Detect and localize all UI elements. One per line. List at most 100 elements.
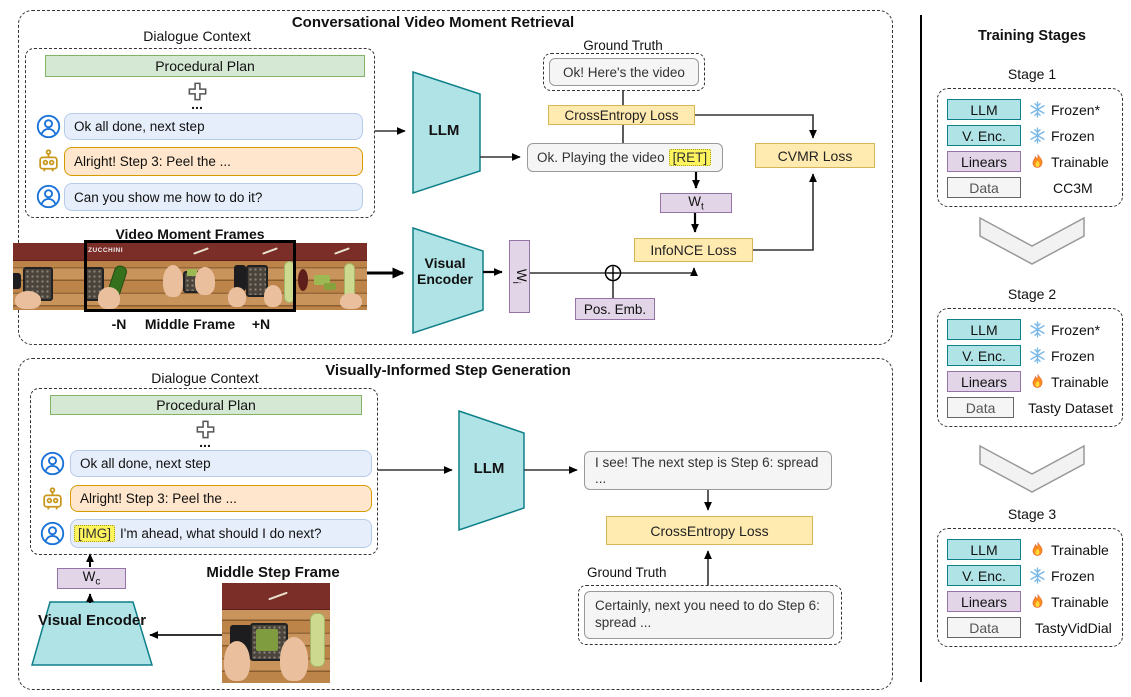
- visg-section-box: [18, 358, 893, 690]
- status-text: Tasty Dataset: [1028, 399, 1113, 416]
- flame-icon: [1029, 541, 1046, 558]
- data-chip: Data: [947, 397, 1015, 418]
- wi-projection-box: Wi: [509, 240, 530, 313]
- user-icon: [40, 451, 65, 476]
- chat-message: Ok all done, next step: [64, 113, 363, 140]
- chat-message: [IMG] I'm ahead, what should I do next?: [70, 519, 372, 548]
- frame-label-plus-n: +N: [251, 316, 271, 332]
- visg-section-title: Visually-Informed Step Generation: [325, 362, 571, 379]
- data-chip: Data: [947, 617, 1021, 638]
- stage-row: V. Enc. Frozen: [947, 125, 1113, 146]
- robot-icon: [39, 149, 58, 172]
- llm-trapezoid-top: [412, 70, 481, 195]
- user-icon: [36, 114, 61, 139]
- llm-response-box: Ok. Playing the video [RET]: [527, 143, 723, 172]
- wc-label: W: [82, 569, 96, 585]
- cross-entropy-loss-box: CrossEntropy Loss: [606, 516, 813, 545]
- stage-3-box: LLM Trainable V. Enc. Frozen Linears Tra…: [937, 528, 1123, 647]
- wt-label: W: [688, 193, 701, 209]
- status-text: Frozen: [1051, 347, 1095, 364]
- visual-encoder-chip: V. Enc.: [947, 565, 1021, 586]
- frame-label-middle: Middle Frame: [144, 316, 236, 332]
- stage-row: LLM Frozen*: [947, 319, 1113, 340]
- response-text: Ok. Playing the video: [537, 150, 665, 165]
- panel-divider: [920, 15, 922, 682]
- stage-row: Data TastyVidDial: [947, 617, 1113, 638]
- message-text: Alright! Step 3: Peel the ...: [74, 154, 231, 169]
- llm-label: LLM: [428, 122, 460, 139]
- ground-truth-text: Certainly, next you need to do Step 6: s…: [584, 591, 834, 639]
- pos-emb-box: Pos. Emb.: [575, 298, 655, 320]
- message-text: Ok all done, next step: [74, 119, 205, 134]
- stage-row: V. Enc. Frozen: [947, 565, 1113, 586]
- middle-step-frame-label: Middle Step Frame: [206, 564, 340, 581]
- stage-row: Data CC3M: [947, 177, 1113, 198]
- ellipsis: ...: [191, 96, 203, 112]
- frame-label-minus-n: -N: [111, 316, 127, 332]
- chat-message: Can you show me how to do it?: [64, 183, 363, 211]
- status-text: Frozen*: [1051, 321, 1101, 338]
- cvmr-loss-box: CVMR Loss: [755, 143, 875, 168]
- dialogue-context-label: Dialogue Context: [151, 370, 259, 386]
- status-text: Trainable: [1051, 373, 1109, 390]
- status-text: Trainable: [1051, 593, 1109, 610]
- visual-encoder-trapezoid-bottom: [31, 601, 154, 666]
- snowflake-icon: [1029, 321, 1046, 338]
- visual-encoder-chip: V. Enc.: [947, 345, 1021, 366]
- dialogue-context-label: Dialogue Context: [143, 28, 251, 44]
- chat-message: Ok all done, next step: [70, 450, 372, 477]
- stage-2-box: LLM Frozen* V. Enc. Frozen Linears Train…: [937, 308, 1123, 427]
- flame-icon: [1029, 153, 1046, 170]
- status-text: Trainable: [1051, 541, 1109, 558]
- ellipsis: ...: [199, 434, 211, 450]
- snowflake-icon: [1029, 567, 1046, 584]
- snowflake-icon: [1029, 127, 1046, 144]
- cvmr-section-title: Conversational Video Moment Retrieval: [291, 14, 575, 31]
- message-text: Alright! Step 3: Peel the ...: [80, 491, 237, 506]
- user-icon: [36, 184, 61, 209]
- video-frame: [296, 243, 367, 310]
- chat-message: Alright! Step 3: Peel the ...: [64, 147, 363, 176]
- flame-icon: [1029, 593, 1046, 610]
- stage-name: Stage 3: [1007, 506, 1057, 522]
- ret-token: [RET]: [668, 149, 712, 166]
- video-frame: [155, 243, 226, 310]
- img-token: [IMG]: [74, 525, 115, 542]
- stage-row: LLM Trainable: [947, 539, 1113, 560]
- status-text: Trainable: [1051, 153, 1109, 170]
- message-text: Ok all done, next step: [80, 456, 211, 471]
- stage-name: Stage 1: [1007, 66, 1057, 82]
- visual-encoder-label: Visual Encoder: [37, 612, 147, 629]
- dialogue-context-box: [25, 48, 375, 218]
- ground-truth-text: Ok! Here's the video: [549, 58, 699, 86]
- infonce-loss-box: InfoNCE Loss: [634, 238, 753, 262]
- cvmr-section-box: [18, 10, 893, 345]
- status-text: TastyVidDial: [1035, 619, 1112, 636]
- training-stages-title: Training Stages: [978, 28, 1086, 44]
- llm-response-box: I see! The next step is Step 6: spread .…: [584, 451, 832, 490]
- status-text: Frozen: [1051, 567, 1095, 584]
- video-frame: [226, 243, 296, 310]
- stage-row: V. Enc. Frozen: [947, 345, 1113, 366]
- chat-message: Alright! Step 3: Peel the ...: [70, 485, 372, 512]
- procedural-plan-box: Procedural Plan: [45, 55, 365, 77]
- chevron-down-icon: [979, 444, 1085, 493]
- stage-row: Linears Trainable: [947, 151, 1113, 172]
- moment-window-box: [84, 240, 296, 312]
- status-text: CC3M: [1053, 179, 1093, 196]
- flame-icon: [1029, 373, 1046, 390]
- llm-chip: LLM: [947, 539, 1021, 560]
- video-frame: ZUCCHINI: [84, 243, 155, 310]
- wi-label: W: [513, 269, 529, 282]
- linears-chip: Linears: [947, 151, 1021, 172]
- llm-trapezoid-bottom: [458, 409, 525, 532]
- data-chip: Data: [947, 177, 1021, 198]
- video-frame: [13, 243, 84, 310]
- wc-projection-box: Wc: [57, 568, 126, 589]
- visual-encoder-trapezoid-top: [412, 226, 484, 335]
- plus-icon: [188, 82, 207, 101]
- message-text: Can you show me how to do it?: [74, 189, 263, 205]
- linears-chip: Linears: [947, 371, 1021, 392]
- llm-label: LLM: [473, 460, 505, 477]
